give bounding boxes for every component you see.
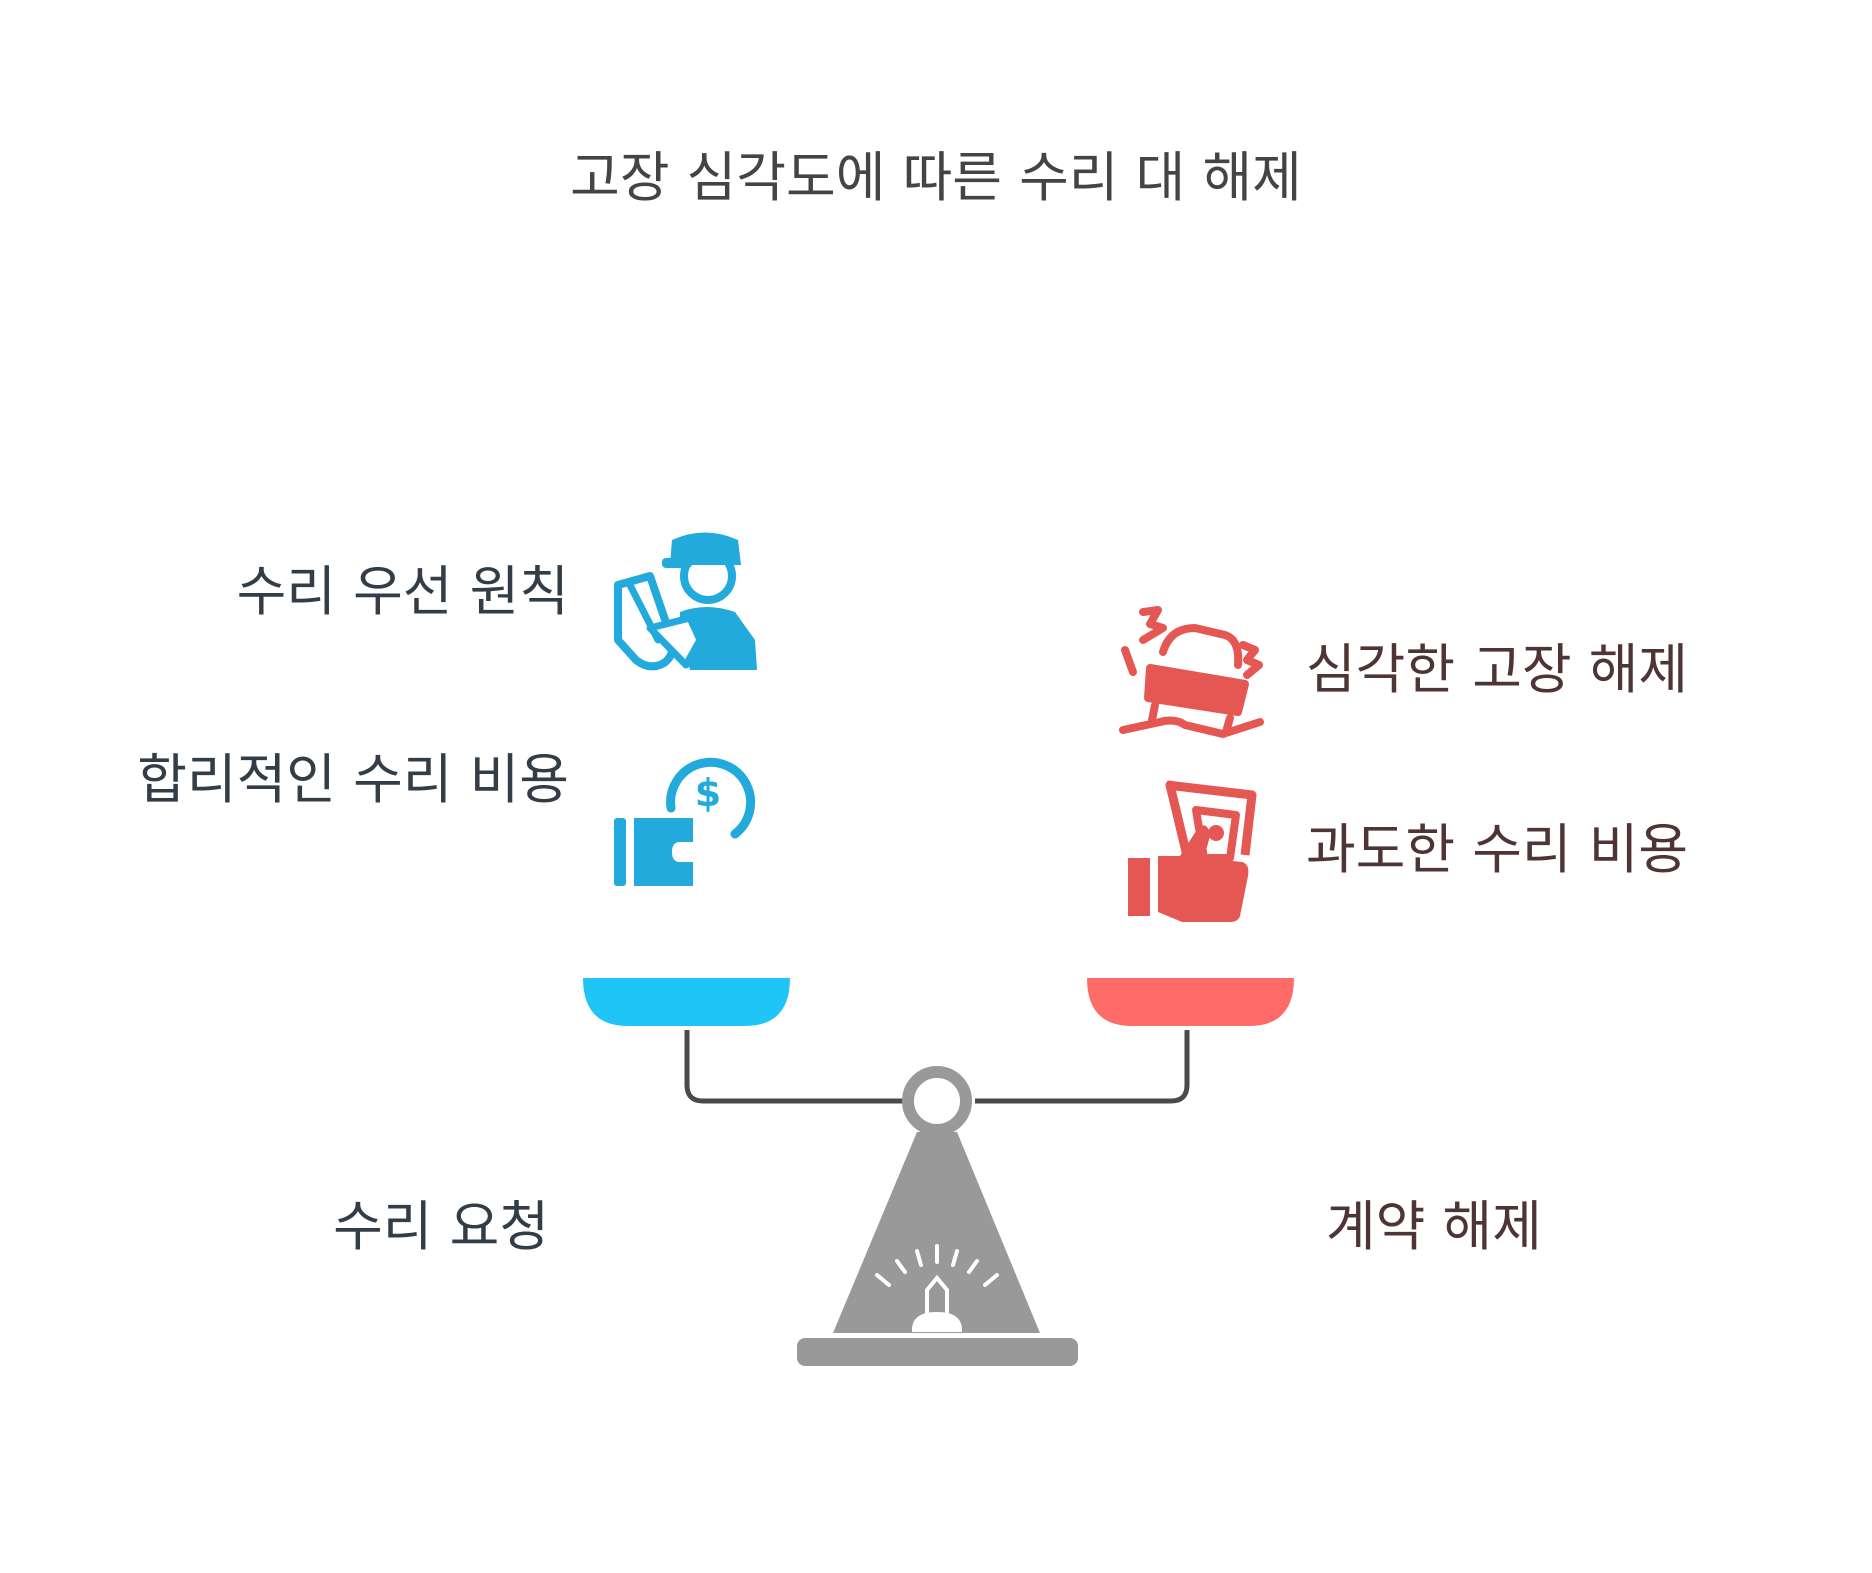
car-crash-icon bbox=[1119, 606, 1264, 738]
wallet-coin-icon: $ bbox=[614, 757, 756, 886]
right-item-label-2: 과도한 수리 비용 bbox=[1306, 818, 1689, 881]
right-pan bbox=[1087, 978, 1294, 1026]
left-item-label-2: 합리적인 수리 비용 bbox=[137, 748, 569, 811]
scale-base-triangle bbox=[833, 1132, 1040, 1333]
right-pan-label: 계약 해제 bbox=[1326, 1195, 1542, 1258]
left-hanger bbox=[684, 1030, 905, 1104]
hand-money-icon bbox=[1128, 780, 1257, 922]
page-title: 고장 심각도에 따른 수리 대 해제 bbox=[570, 146, 1302, 209]
right-item-label-1: 심각한 고장 해제 bbox=[1306, 638, 1689, 701]
scale-base-plate bbox=[797, 1338, 1078, 1366]
scale-pivot bbox=[902, 1066, 972, 1136]
right-hanger bbox=[975, 1030, 1190, 1104]
balance-scale bbox=[684, 1030, 1190, 1366]
svg-text:$: $ bbox=[695, 771, 721, 815]
left-pan-label: 수리 요청 bbox=[333, 1195, 549, 1258]
mechanic-icon bbox=[614, 532, 757, 671]
left-item-label-1: 수리 우선 원칙 bbox=[236, 560, 569, 623]
left-pan bbox=[583, 978, 790, 1026]
lamp-icon bbox=[875, 1244, 999, 1332]
